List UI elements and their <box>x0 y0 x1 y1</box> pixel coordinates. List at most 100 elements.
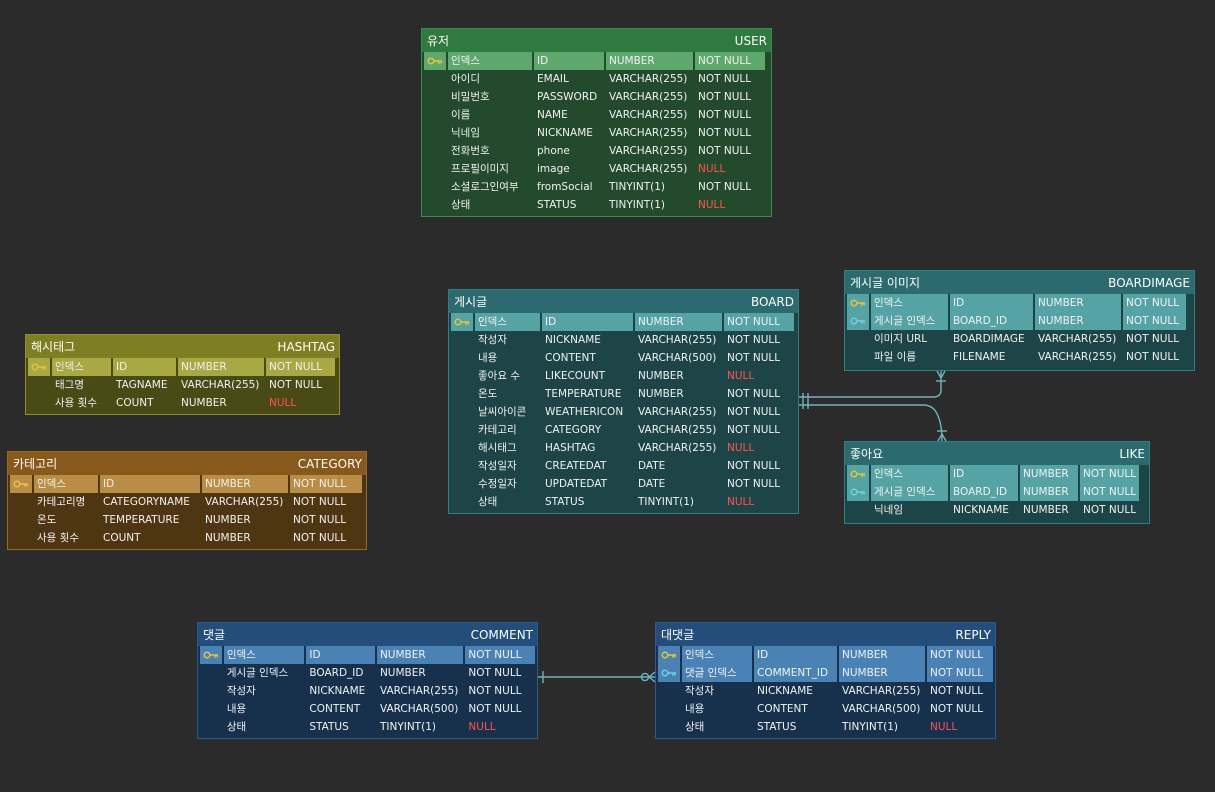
column-type-cell: TINYINT(1) <box>842 721 899 733</box>
column-type-cell: NUMBER <box>178 358 264 376</box>
column-name-cell: ID <box>100 475 200 493</box>
comment-table-header[interactable]: 댓글 COMMENT <box>198 623 537 646</box>
user-table-header[interactable]: 유저 USER <box>422 29 771 52</box>
column-type-cell: VARCHAR(255) <box>638 442 717 454</box>
key-cell <box>451 349 473 367</box>
category-table-header[interactable]: 카테고리 CATEGORY <box>8 452 366 475</box>
column-name-cell: STATUS <box>537 199 577 211</box>
primary-key-icon <box>203 651 218 659</box>
column-label-cell: 인덱스 <box>682 646 752 664</box>
key-cell <box>10 493 32 511</box>
board-table-header[interactable]: 게시글 BOARD <box>449 290 798 313</box>
column-type-cell: VARCHAR(255) <box>1038 351 1117 363</box>
key-cell <box>424 70 446 88</box>
column-type-cell: DATE <box>638 478 666 490</box>
column-label-cell: 인덱스 <box>223 646 305 664</box>
column-label-cell: 사용 횟수 <box>55 397 97 409</box>
column-label-cell: 카테고리 <box>478 424 517 436</box>
hashtag-table-header[interactable]: 해시태그 HASHTAG <box>26 335 339 358</box>
nullable-cell: NOT NULL <box>1126 351 1180 363</box>
key-cell <box>424 106 446 124</box>
column-name-cell: NICKNAME <box>757 685 813 697</box>
column-name-cell: ID <box>754 646 837 664</box>
like-table-header[interactable]: 좋아요 LIKE <box>845 442 1149 465</box>
column-name-cell: NAME <box>537 109 568 121</box>
column-label-cell: 날씨아이콘 <box>478 406 527 418</box>
key-cell <box>28 394 50 412</box>
column-label-cell: 닉네임 <box>874 504 903 516</box>
column-label-cell: 좋아요 수 <box>478 370 520 382</box>
reply-table-header[interactable]: 대댓글 REPLY <box>656 623 995 646</box>
column-type-cell: NUMBER <box>638 370 684 382</box>
column-name-cell: NICKNAME <box>545 334 601 346</box>
nullable-cell: NOT NULL <box>698 181 752 193</box>
table-title: 좋아요 <box>850 447 884 461</box>
nullable-cell: NOT NULL <box>698 91 752 103</box>
table-title: 해시태그 <box>31 340 76 354</box>
nullable-cell: NOT NULL <box>727 334 781 346</box>
key-cell <box>424 178 446 196</box>
nullable-cell: NOT NULL <box>1080 483 1139 501</box>
column-type-cell: VARCHAR(255) <box>609 127 688 139</box>
table-name: USER <box>734 33 767 48</box>
primary-key-icon <box>427 57 442 65</box>
nullable-cell: NOT NULL <box>293 514 347 526</box>
key-cell <box>424 196 446 214</box>
nullable-cell: NULL <box>698 199 726 211</box>
boardimage-table-header[interactable]: 게시글 이미지 BOARDIMAGE <box>845 271 1194 294</box>
column-label-cell: 카테고리명 <box>37 496 86 508</box>
